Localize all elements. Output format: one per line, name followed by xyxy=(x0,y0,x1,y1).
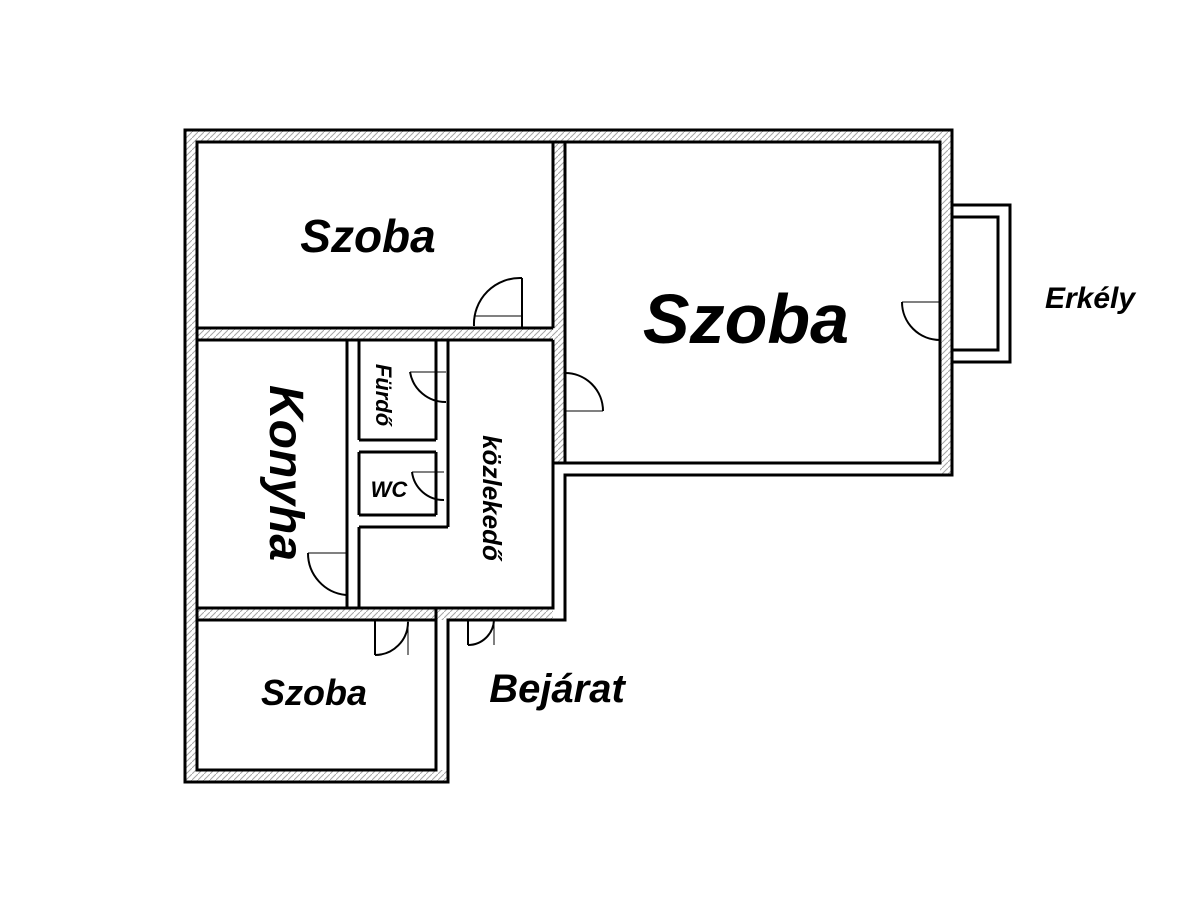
label-room-large: Szoba xyxy=(643,280,849,358)
door-kitchen xyxy=(306,552,348,596)
doors xyxy=(306,276,941,656)
door-large-room xyxy=(564,372,604,413)
balcony xyxy=(952,203,1012,364)
label-bathroom: Fürdő xyxy=(371,364,396,428)
label-room-bottom-left: Szoba xyxy=(261,672,367,713)
label-corridor: közlekedő xyxy=(477,435,507,562)
door-bottom-left-room xyxy=(374,620,409,656)
wall-hatching xyxy=(185,130,952,782)
door-wc xyxy=(411,471,449,502)
door-entrance xyxy=(467,619,495,646)
label-entrance: Bejárat xyxy=(489,667,626,711)
door-bathroom xyxy=(409,371,449,404)
door-top-left-room xyxy=(472,276,523,328)
door-balcony xyxy=(901,300,941,341)
label-room-top-left: Szoba xyxy=(300,210,435,262)
label-wc: WC xyxy=(371,477,409,502)
label-kitchen: Konyha xyxy=(259,385,312,561)
room-labels: Szoba Szoba Szoba Konyha Fürdő WC közlek… xyxy=(259,210,1136,713)
label-balcony: Erkély xyxy=(1045,282,1136,315)
